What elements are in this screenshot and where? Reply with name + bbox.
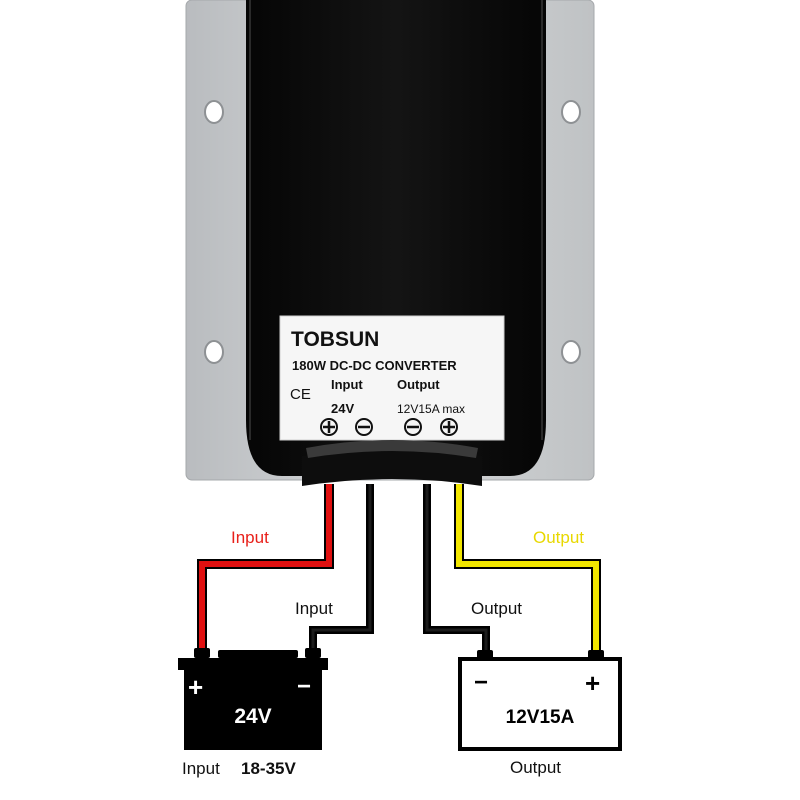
battery-positive-symbol: + <box>585 668 600 698</box>
brand-name: TOBSUN <box>291 328 379 351</box>
battery-rating: 12V15A <box>506 707 575 728</box>
input-negative-label: Input <box>295 599 333 618</box>
battery-body <box>184 670 322 750</box>
minus-terminal-icon <box>404 418 422 436</box>
mounting-hole-bottom-right <box>561 340 581 364</box>
battery-lid <box>178 658 328 670</box>
input-positive-wire <box>199 484 332 650</box>
cable-grommet <box>302 440 482 486</box>
mounting-hole-top-left <box>204 100 224 124</box>
output-negative-wire-core <box>425 484 488 652</box>
output-battery: − + 12V15A <box>458 650 622 751</box>
input-battery: + − 24V <box>178 648 328 750</box>
input-positive-label: Input <box>231 528 269 547</box>
output-negative-label: Output <box>471 599 522 618</box>
converter-unit: TOBSUN 180W DC-DC CONVERTER CE Input Out… <box>185 0 595 486</box>
minus-terminal-icon <box>355 418 373 436</box>
output-positive-label: Output <box>533 528 584 547</box>
output-header: Output <box>397 377 440 392</box>
battery-negative-symbol: − <box>474 669 488 696</box>
mounting-hole-top-right <box>561 100 581 124</box>
product-label: TOBSUN 180W DC-DC CONVERTER CE Input Out… <box>279 315 505 441</box>
output-rating: 12V15A max <box>397 402 465 416</box>
battery-voltage: 24V <box>234 705 271 728</box>
ce-mark: CE <box>290 386 311 403</box>
plus-terminal-icon <box>440 418 458 436</box>
input-voltage: 24V <box>331 401 354 416</box>
battery-body <box>458 657 622 751</box>
battery-top-ridge <box>218 650 298 658</box>
battery-terminal <box>305 648 321 658</box>
output-battery-caption: Output <box>510 758 561 777</box>
battery-positive-symbol: + <box>188 672 203 702</box>
battery-negative-symbol: − <box>297 673 311 700</box>
input-header: Input <box>331 377 363 392</box>
label-background <box>279 315 505 441</box>
input-battery-caption: Input <box>182 759 220 778</box>
plus-terminal-icon <box>320 418 338 436</box>
mounting-hole-bottom-left <box>204 340 224 364</box>
input-voltage-range: 18-35V <box>241 759 296 778</box>
output-positive-wire <box>456 484 599 652</box>
model-name: 180W DC-DC CONVERTER <box>292 358 457 373</box>
input-negative-wire-core <box>311 484 372 650</box>
wires <box>197 484 601 652</box>
battery-terminal <box>194 648 210 658</box>
